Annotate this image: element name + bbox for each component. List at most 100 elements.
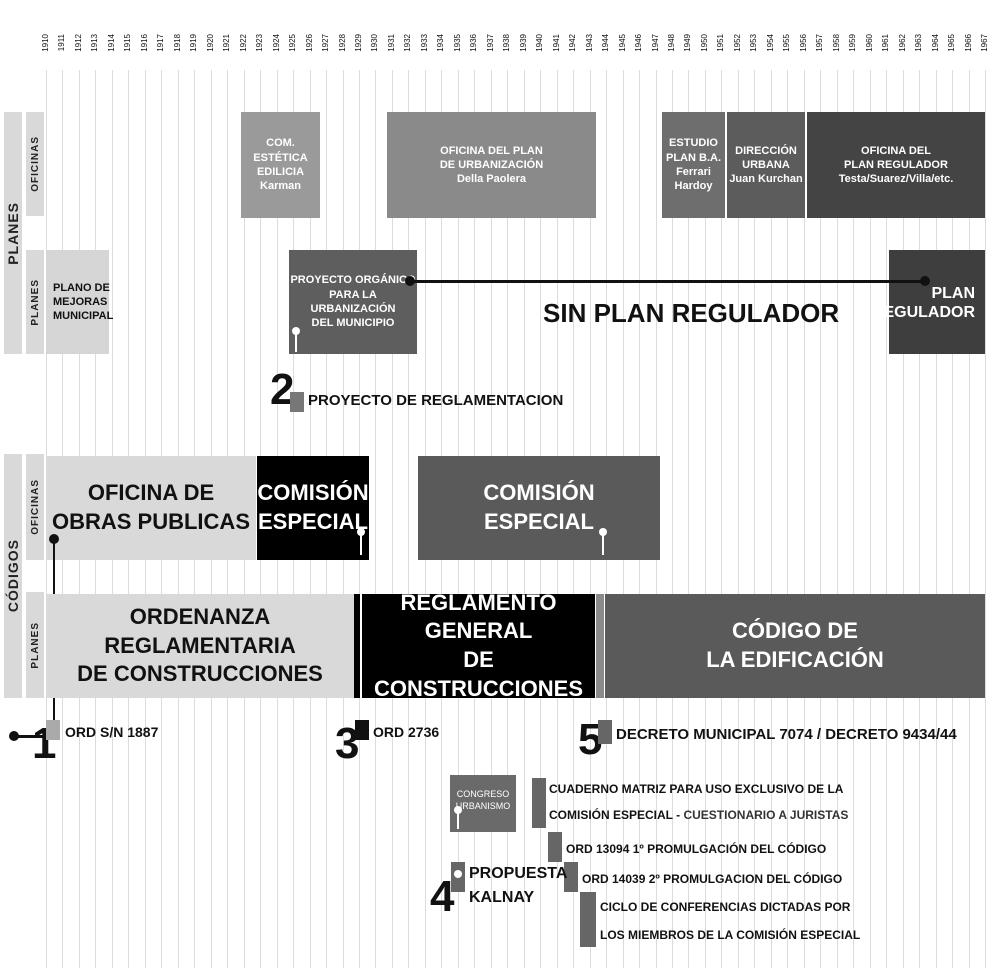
year-label-1928: 1928 bbox=[338, 34, 347, 52]
ord13094-label: ORD 13094 1º PROMULGACIÓN DEL CÓDIGO bbox=[566, 842, 827, 856]
year-label-1926: 1926 bbox=[305, 34, 314, 52]
year-label-1956: 1956 bbox=[799, 34, 808, 52]
year-label-1934: 1934 bbox=[436, 34, 445, 52]
pin-kalnay bbox=[454, 870, 462, 878]
cuaderno-line-1: CUADERNO MATRIZ PARA USO EXCLUSIVO DE LA bbox=[549, 782, 844, 796]
milestone-2-marker bbox=[290, 392, 304, 412]
gridline-1948 bbox=[672, 70, 673, 968]
box-plano-mejoras: PLANO DE MEJORAS MUNICIPAL bbox=[46, 250, 113, 354]
year-label-1949: 1949 bbox=[683, 34, 692, 52]
year-label-1958: 1958 bbox=[832, 34, 841, 52]
gridline-1953 bbox=[754, 70, 755, 968]
box-ordenanza-reglamentaria: ORDENANZA REGLAMENTARIA DE CONSTRUCCIONE… bbox=[46, 594, 354, 698]
year-label-1943: 1943 bbox=[585, 34, 594, 52]
year-label-1929: 1929 bbox=[354, 34, 363, 52]
year-label-1931: 1931 bbox=[387, 34, 396, 52]
milestone-1-horizontal bbox=[12, 735, 60, 738]
box-proyecto-organico: PROYECTO ORGÁNICO PARA LA URBANIZACIÓN D… bbox=[289, 250, 417, 354]
milestone-3-label: ORD 2736 bbox=[373, 724, 440, 740]
pin-comision-1 bbox=[357, 528, 365, 536]
pin-congreso bbox=[454, 806, 462, 814]
year-label-1950: 1950 bbox=[700, 34, 709, 52]
year-label-1945: 1945 bbox=[618, 34, 627, 52]
year-label-1946: 1946 bbox=[634, 34, 643, 52]
milestone-1-top-dot bbox=[49, 534, 59, 544]
cuaderno-line-2b: CUESTIONARIO A JURISTAS bbox=[683, 808, 849, 822]
step-ord13094 bbox=[548, 832, 562, 862]
milestone-5-marker bbox=[598, 720, 612, 744]
gridline-1965 bbox=[952, 70, 953, 968]
box-direccion-urbana: DIRECCIÓN URBANA Juan Kurchan bbox=[727, 112, 805, 218]
ciclo-line-1: CICLO DE CONFERENCIAS DICTADAS POR bbox=[600, 900, 851, 914]
year-label-1922: 1922 bbox=[239, 34, 248, 52]
year-label-1925: 1925 bbox=[288, 34, 297, 52]
sin-plan-dot-left bbox=[405, 276, 415, 286]
sin-plan-dot-right bbox=[920, 276, 930, 286]
row-label-oficinas-codigo: OFICINAS bbox=[26, 454, 44, 560]
gridline-1958 bbox=[837, 70, 838, 968]
milestone-1-dot bbox=[9, 731, 19, 741]
ciclo-line-2: LOS MIEMBROS DE LA COMISIÓN ESPECIAL bbox=[600, 928, 861, 942]
box-oficina-plan-urbanizacion: OFICINA DEL PLAN DE URBANIZACIÓN Della P… bbox=[387, 112, 596, 218]
pin-congreso-stem bbox=[457, 813, 459, 829]
year-label-1967: 1967 bbox=[980, 34, 989, 52]
gridline-1952 bbox=[738, 70, 739, 968]
ord14039-label: ORD 14039 2º PROMULGACION DEL CÓDIGO bbox=[582, 872, 843, 886]
milestone-5-label: DECRETO MUNICIPAL 7074 / DECRETO 9434/44 bbox=[616, 726, 957, 743]
gridline-1932 bbox=[408, 70, 409, 968]
step-ciclo bbox=[580, 892, 596, 947]
year-label-1963: 1963 bbox=[914, 34, 923, 52]
gridline-1967 bbox=[985, 70, 986, 968]
divider-2 bbox=[596, 594, 604, 698]
year-label-1924: 1924 bbox=[272, 34, 281, 52]
box-oficina-obras-publicas: OFICINA DE OBRAS PUBLICAS bbox=[46, 456, 256, 560]
gridline-1951 bbox=[721, 70, 722, 968]
year-label-1959: 1959 bbox=[848, 34, 857, 52]
year-label-1937: 1937 bbox=[486, 34, 495, 52]
year-label-1927: 1927 bbox=[321, 34, 330, 52]
milestone-2-label: PROYECTO DE REGLAMENTACION bbox=[308, 392, 564, 409]
year-label-1914: 1914 bbox=[107, 34, 116, 52]
pin-organico-stem bbox=[295, 334, 297, 352]
cuaderno-line-2: COMISIÓN ESPECIAL - CUESTIONARIO A JURIS… bbox=[549, 808, 848, 822]
year-label-1912: 1912 bbox=[74, 34, 83, 52]
gridline-1931 bbox=[392, 70, 393, 968]
sin-plan-regulador-label: SIN PLAN REGULADOR bbox=[543, 298, 840, 328]
section-label-planes: PLANES bbox=[4, 112, 22, 354]
milestone-4-label: PROPUESTA KALNAY bbox=[469, 865, 568, 906]
gridline-1956 bbox=[804, 70, 805, 968]
year-label-1923: 1923 bbox=[255, 34, 264, 52]
gridline-1963 bbox=[919, 70, 920, 968]
pin-comision-2-stem bbox=[602, 535, 604, 555]
divider-1 bbox=[354, 594, 360, 698]
year-label-1939: 1939 bbox=[519, 34, 528, 52]
gridline-1930 bbox=[375, 70, 376, 968]
milestone-3-marker bbox=[355, 720, 369, 740]
year-label-1919: 1919 bbox=[189, 34, 198, 52]
gridline-1960 bbox=[870, 70, 871, 968]
gridline-1961 bbox=[886, 70, 887, 968]
pin-organico bbox=[292, 327, 300, 335]
row-label-oficinas-plan: OFICINAS bbox=[26, 112, 44, 216]
year-label-1960: 1960 bbox=[865, 34, 874, 52]
box-comision-especial-1: COMISIÓN ESPECIAL bbox=[257, 456, 369, 560]
box-codigo-edificacion: CÓDIGO DE LA EDIFICACIÓN bbox=[605, 594, 985, 698]
milestone-1-marker bbox=[46, 720, 60, 740]
sin-plan-line bbox=[410, 280, 926, 283]
year-label-1938: 1938 bbox=[502, 34, 511, 52]
box-comision-especial-2: COMISIÓN ESPECIAL bbox=[418, 456, 660, 560]
year-label-1947: 1947 bbox=[651, 34, 660, 52]
year-label-1918: 1918 bbox=[173, 34, 182, 52]
year-label-1957: 1957 bbox=[815, 34, 824, 52]
year-label-1913: 1913 bbox=[90, 34, 99, 52]
gridline-1962 bbox=[903, 70, 904, 968]
box-oficina-plan-regulador: OFICINA DEL PLAN REGULADOR Testa/Suarez/… bbox=[807, 112, 985, 218]
year-label-1910: 1910 bbox=[41, 34, 50, 52]
year-label-1942: 1942 bbox=[568, 34, 577, 52]
year-label-1962: 1962 bbox=[898, 34, 907, 52]
box-reglamento-general: REGLAMENTO GENERAL DE CONSTRUCCIONES bbox=[362, 590, 595, 701]
year-label-1936: 1936 bbox=[469, 34, 478, 52]
year-label-1965: 1965 bbox=[947, 34, 956, 52]
row-label-planes-codigo: PLANES bbox=[26, 592, 44, 698]
year-label-1954: 1954 bbox=[766, 34, 775, 52]
